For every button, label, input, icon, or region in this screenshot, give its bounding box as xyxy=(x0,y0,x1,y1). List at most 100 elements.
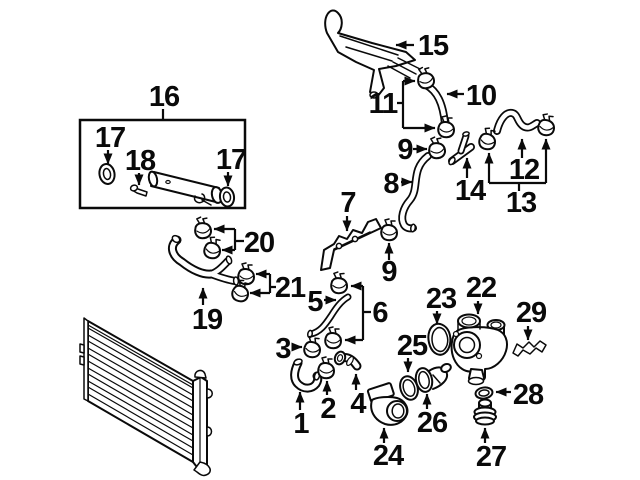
callout-23-label: 23 xyxy=(426,283,457,315)
callout-11-label: 11 xyxy=(369,88,399,120)
callout-13-label: 13 xyxy=(506,187,537,219)
callout-22-label: 22 xyxy=(466,272,496,304)
callout-24[interactable]: 24 xyxy=(373,427,405,472)
callout-2[interactable]: 2 xyxy=(320,380,337,425)
part-clamp-6-lower xyxy=(324,326,342,350)
callout-3[interactable]: 3 xyxy=(275,333,303,365)
part-elbow-24 xyxy=(366,382,409,426)
callout-9-upper-label: 9 xyxy=(397,134,413,166)
part-hose-19 xyxy=(167,234,240,286)
part-oring-left xyxy=(98,163,116,185)
part-hose-12 xyxy=(493,108,541,135)
callout-29-label: 29 xyxy=(516,297,547,329)
leader-6 xyxy=(361,286,371,340)
callout-6[interactable]: 6 xyxy=(344,281,389,345)
callout-7-label: 7 xyxy=(340,187,355,219)
part-clamp-9-upper xyxy=(425,134,448,161)
part-clip-29 xyxy=(512,340,547,357)
callout-15[interactable]: 15 xyxy=(395,30,450,62)
part-oring-28 xyxy=(474,386,494,400)
callout-16[interactable]: 16 xyxy=(149,81,181,120)
part-housing-22 xyxy=(450,313,508,386)
part-thermostat-26 xyxy=(414,362,452,393)
callout-22[interactable]: 22 xyxy=(466,272,497,315)
callout-3-label: 3 xyxy=(275,333,291,365)
callout-8[interactable]: 8 xyxy=(383,168,413,200)
part-hose-8 xyxy=(398,152,432,233)
callout-18[interactable]: 18 xyxy=(125,145,157,186)
callout-11[interactable]: 11 xyxy=(369,76,436,133)
callout-6-label: 6 xyxy=(372,297,388,329)
callout-25[interactable]: 25 xyxy=(397,330,429,373)
callout-2-label: 2 xyxy=(320,393,335,425)
callout-14[interactable]: 14 xyxy=(455,157,487,207)
callout-12[interactable]: 12 xyxy=(509,138,540,186)
callout-13[interactable]: 13 xyxy=(484,138,551,219)
callout-20[interactable]: 20 xyxy=(213,224,275,259)
part-bracket-7 xyxy=(320,218,382,271)
part-tee-fitting xyxy=(448,131,475,166)
callout-24-label: 24 xyxy=(373,440,404,472)
callout-9-lower[interactable]: 9 xyxy=(381,242,398,288)
part-clamp-9-lower xyxy=(380,218,398,242)
callout-17-right-label: 17 xyxy=(216,144,246,176)
callout-10[interactable]: 10 xyxy=(446,80,497,112)
callout-9-upper[interactable]: 9 xyxy=(397,134,428,166)
callout-27-label: 27 xyxy=(476,441,506,473)
callout-29[interactable]: 29 xyxy=(516,297,548,341)
callout-10-label: 10 xyxy=(466,80,496,112)
callout-16-label: 16 xyxy=(149,81,180,113)
leader-20 xyxy=(233,229,244,250)
callout-17-left[interactable]: 17 xyxy=(95,122,126,165)
callout-1-label: 1 xyxy=(293,408,309,440)
leader-11 xyxy=(397,81,405,128)
part-stub-pipe-4 xyxy=(333,350,362,371)
callout-9-lower-label: 9 xyxy=(381,256,397,288)
part-clamp-20-b xyxy=(202,234,224,261)
part-clamp-20-a xyxy=(191,214,214,241)
callout-28[interactable]: 28 xyxy=(495,379,545,411)
callout-26-label: 26 xyxy=(417,407,448,439)
callout-15-label: 15 xyxy=(418,30,449,62)
leader-13 xyxy=(489,181,546,191)
callout-4-label: 4 xyxy=(350,388,366,420)
part-clamp-2 xyxy=(317,356,335,380)
callout-12-label: 12 xyxy=(509,154,539,186)
leader-21 xyxy=(268,274,276,293)
callout-21-label: 21 xyxy=(275,272,306,304)
part-clamp-13-left xyxy=(477,125,499,152)
part-clamp-6-upper xyxy=(329,270,349,295)
part-clamp-13-right xyxy=(536,112,557,137)
part-oring-right xyxy=(218,186,236,208)
part-coolant-pipe xyxy=(147,170,224,206)
callout-8-label: 8 xyxy=(383,168,399,200)
callout-17-left-label: 17 xyxy=(95,122,125,154)
part-pipe-assembly-box xyxy=(78,118,247,210)
callout-19-label: 19 xyxy=(192,304,223,336)
part-gasket-23 xyxy=(427,322,452,356)
part-clamp-3 xyxy=(302,334,323,359)
callout-5[interactable]: 5 xyxy=(307,286,337,318)
part-clamp-11-upper xyxy=(413,64,437,91)
callout-1[interactable]: 1 xyxy=(293,391,310,440)
callout-5-label: 5 xyxy=(307,286,323,318)
part-plug-27 xyxy=(473,398,497,426)
callout-25-label: 25 xyxy=(397,330,428,362)
callout-27[interactable]: 27 xyxy=(476,427,507,473)
callout-21[interactable]: 21 xyxy=(249,269,307,304)
part-screw xyxy=(129,184,148,197)
callout-23[interactable]: 23 xyxy=(426,283,458,325)
callout-17-right[interactable]: 17 xyxy=(216,144,247,187)
callout-28-label: 28 xyxy=(513,379,544,411)
part-upper-bracket xyxy=(324,9,421,99)
callout-7[interactable]: 7 xyxy=(340,187,357,232)
callout-18-label: 18 xyxy=(125,145,156,177)
part-radiator xyxy=(79,317,213,477)
callout-14-label: 14 xyxy=(455,175,486,207)
callout-20-label: 20 xyxy=(244,227,274,259)
callout-4[interactable]: 4 xyxy=(350,373,367,420)
callout-26[interactable]: 26 xyxy=(417,393,449,439)
callout-19[interactable]: 19 xyxy=(192,287,224,336)
